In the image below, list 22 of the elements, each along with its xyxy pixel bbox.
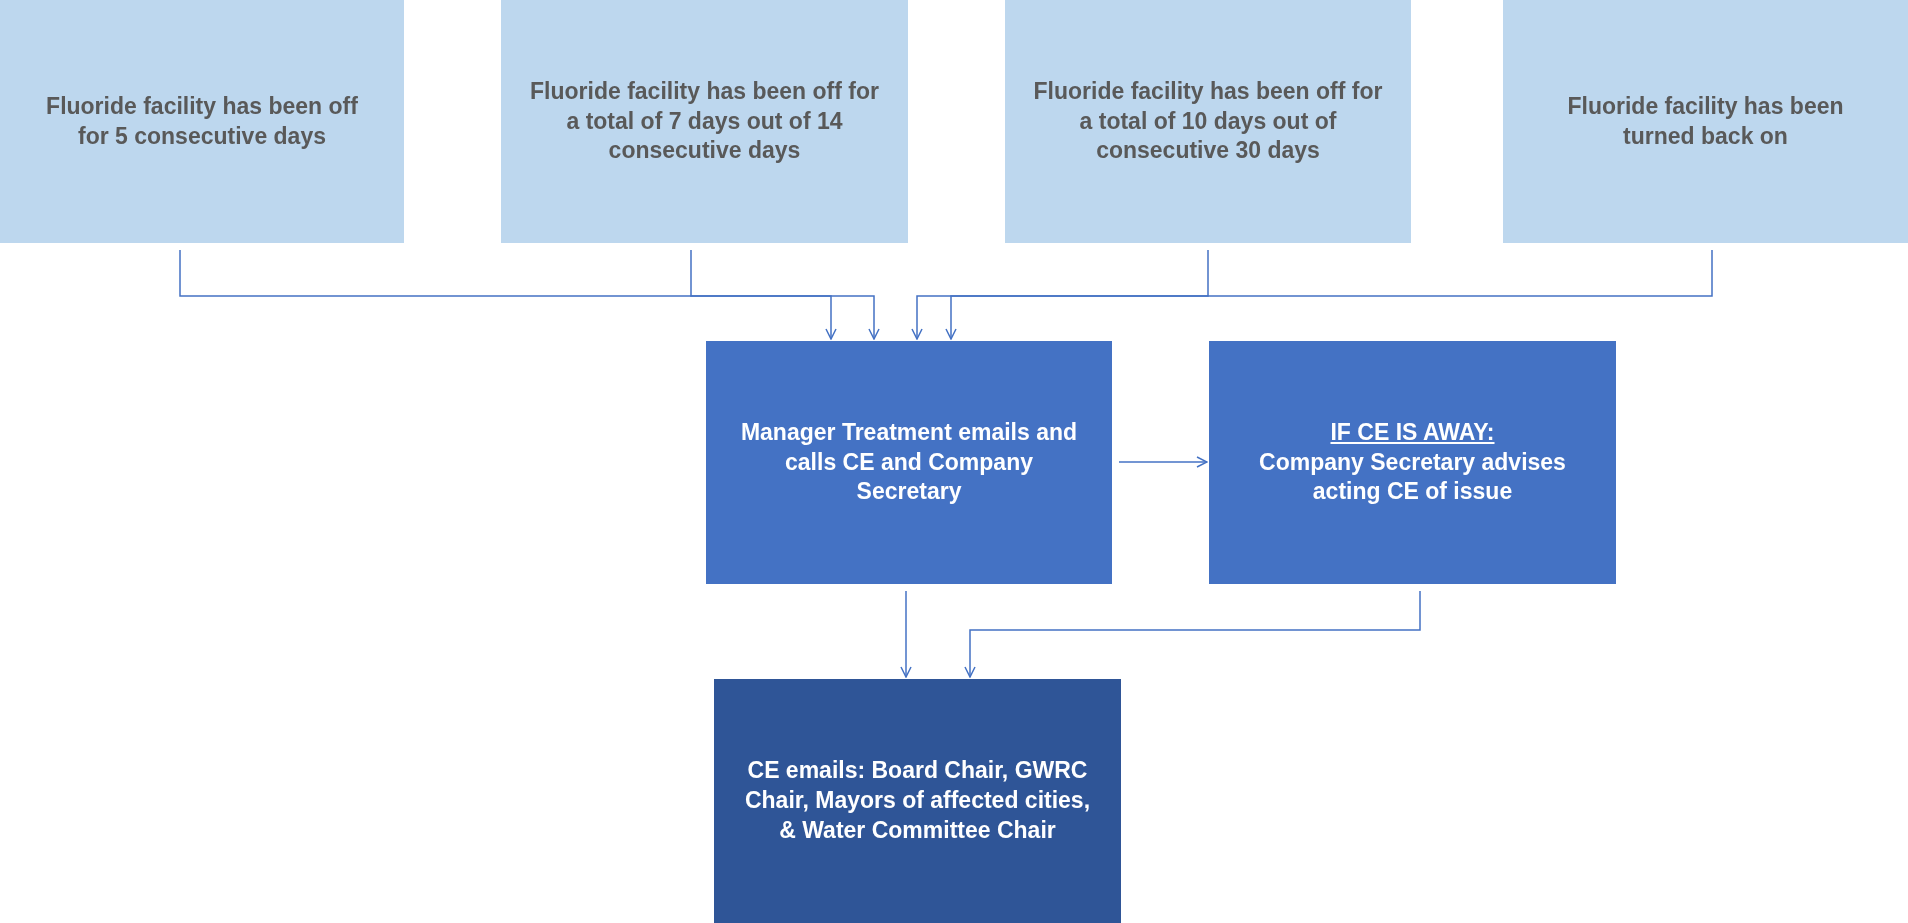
box-text: Fluoride facility has been off for a total of 10 days out of consecutive 30 days bbox=[1033, 76, 1383, 166]
arrow bbox=[945, 249, 1713, 340]
arrow bbox=[900, 590, 912, 678]
box-text: Fluoride facility has been turned back on bbox=[1566, 91, 1845, 151]
arrow bbox=[964, 590, 1421, 678]
arrow bbox=[179, 249, 837, 340]
process-box bbox=[0, 0, 404, 243]
box-text: Fluoride facility has been off for 5 consecutive days bbox=[45, 91, 359, 151]
box-text: Fluoride facility has been off for a total of 7 days out of 14 consecutive days bbox=[529, 76, 880, 166]
process-box bbox=[714, 679, 1121, 923]
box-heading: IF CE IS AWAY: bbox=[1330, 417, 1495, 447]
arrow bbox=[1118, 456, 1208, 468]
box-text: Manager Treatment emails and calls CE and Company Secretary bbox=[739, 417, 1079, 507]
process-box bbox=[706, 341, 1112, 584]
process-box bbox=[1209, 341, 1616, 584]
process-box bbox=[1503, 0, 1908, 243]
box-text: Company Secretary advises acting CE of issue bbox=[1258, 447, 1567, 507]
arrow bbox=[690, 249, 880, 340]
process-box bbox=[501, 0, 908, 243]
arrow bbox=[911, 249, 1209, 340]
box-text: CE emails: Board Chair, GWRC Chair, Mayors of affected cities, & Water Committee Chair bbox=[743, 756, 1092, 845]
process-box bbox=[1005, 0, 1411, 243]
